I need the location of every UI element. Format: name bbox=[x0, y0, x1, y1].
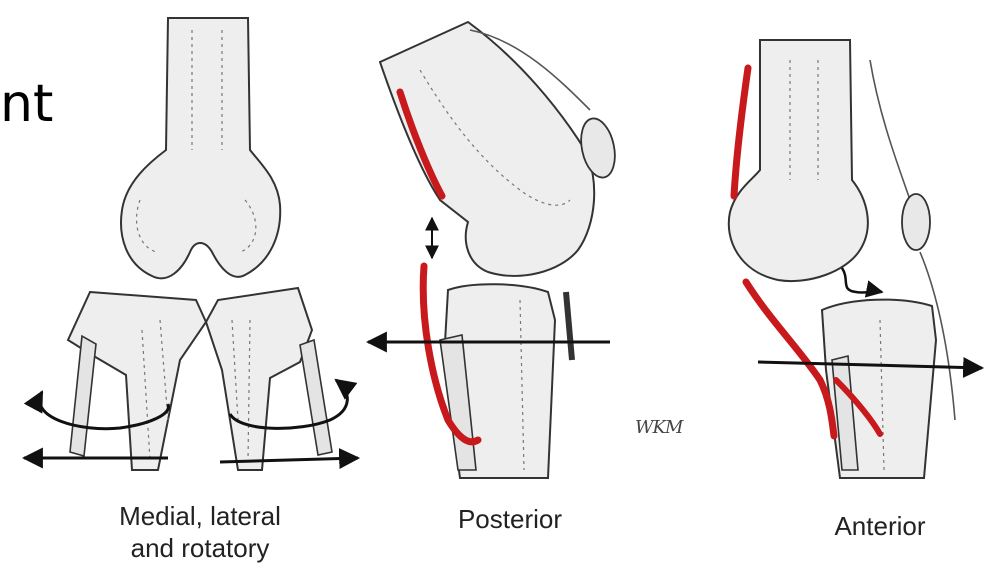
panel-medial-lateral-rotatory bbox=[24, 18, 358, 470]
anterior-curved-arrow bbox=[842, 268, 882, 293]
caption-posterior: Posterior bbox=[430, 503, 590, 535]
tibia-left-displaced bbox=[68, 292, 206, 470]
tibia-right-displaced bbox=[206, 288, 332, 470]
tibia-lateral-view-anterior bbox=[822, 300, 936, 478]
ligament-anterior-upper bbox=[734, 68, 748, 196]
caption-line-2: and rotatory bbox=[80, 532, 320, 564]
panel-anterior bbox=[729, 40, 982, 478]
tibia-lateral-view-posterior bbox=[440, 284, 572, 478]
ligament-anterior-lower bbox=[746, 282, 834, 436]
panel-posterior bbox=[368, 22, 620, 478]
caption-line-1: Medial, lateral bbox=[80, 500, 320, 532]
femur-lateral-view-posterior bbox=[380, 22, 594, 276]
artist-signature: WKM bbox=[635, 417, 682, 438]
caption-anterior: Anterior bbox=[805, 510, 955, 542]
femur-front-view bbox=[121, 18, 280, 278]
caption-medial-lateral-rotatory: Medial, lateral and rotatory bbox=[80, 500, 320, 564]
